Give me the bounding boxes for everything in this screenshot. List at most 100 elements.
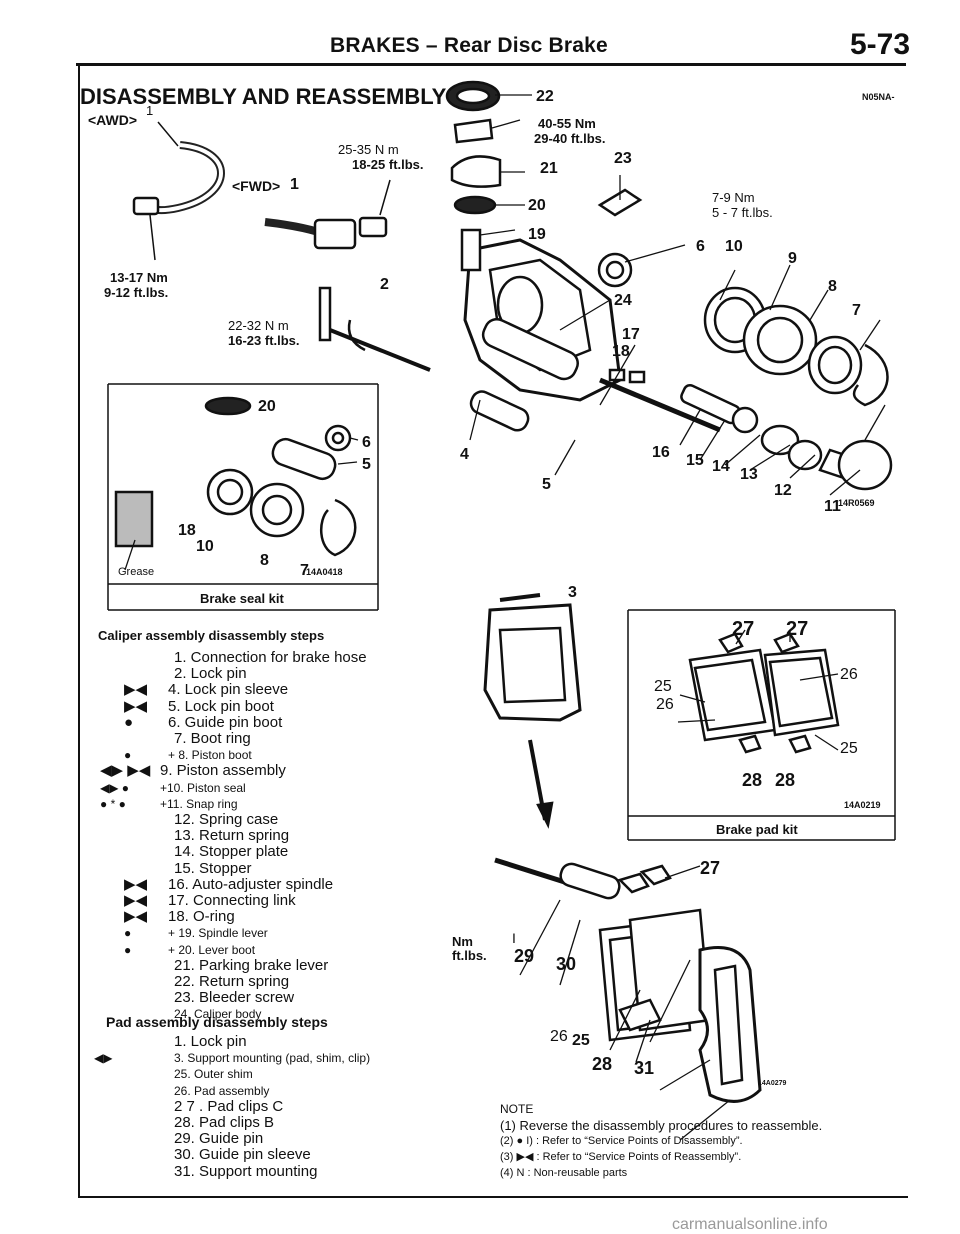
part-number: 21 bbox=[540, 160, 558, 177]
list-item: 1. Lock pin bbox=[174, 1033, 247, 1050]
list-item: ▶◀16. Auto-adjuster spindle bbox=[124, 875, 334, 893]
caliper-steps-title: Caliper assembly disassembly steps bbox=[98, 628, 325, 643]
section-title: DISASSEMBLY AND REASSEMBLY bbox=[80, 84, 447, 109]
part-number: 16 bbox=[652, 444, 670, 461]
list-item: 14. Stopper plate bbox=[174, 843, 289, 861]
part-number: I bbox=[512, 930, 516, 946]
list-item: ◀▶3. Support mounting (pad, shim, clip) bbox=[94, 1051, 371, 1066]
awd-label: <AWD> bbox=[88, 112, 138, 128]
page-header-title: BRAKES – Rear Disc Brake bbox=[330, 34, 608, 57]
list-item: 13. Return spring bbox=[174, 827, 290, 845]
part-number: 4 bbox=[460, 446, 469, 463]
figure-code: 14A0279 bbox=[758, 1080, 787, 1087]
part-number: 20 bbox=[528, 197, 546, 214]
note-line: (3) ▶◀ : Refer to “Service Points of Rea… bbox=[500, 1151, 742, 1163]
part-number: 18 bbox=[178, 522, 196, 539]
part-number: 20 bbox=[258, 398, 276, 415]
torque-label: 22-32 N m bbox=[228, 318, 289, 333]
pad-steps-list: 1. Lock pin ◀▶3. Support mounting (pad, … bbox=[94, 1033, 454, 1180]
part-number: 10 bbox=[725, 238, 743, 255]
part-number: 26 bbox=[840, 666, 858, 683]
part-number: 28 bbox=[742, 770, 763, 790]
list-item: ▶◀5. Lock pin boot bbox=[124, 697, 274, 715]
list-item: ●+ 8. Piston boot bbox=[124, 748, 252, 763]
list-item: ◀▶ ▶◀9. Piston assembly bbox=[100, 762, 286, 780]
list-item: ● * ●+11. Snap ring bbox=[100, 796, 238, 811]
part-number: 27 bbox=[786, 618, 809, 640]
list-item: ▶◀18. O-ring bbox=[124, 908, 235, 926]
part-number: 1 bbox=[290, 176, 299, 193]
list-item: ●6. Guide pin boot bbox=[124, 713, 283, 731]
list-item: 26. Pad assembly bbox=[174, 1083, 270, 1098]
torque-label: 7-9 Nm bbox=[712, 190, 755, 205]
watermark-text: carmanualsonline.info bbox=[672, 1216, 828, 1233]
part-number: 5 bbox=[362, 456, 371, 473]
part-number: 22 bbox=[536, 88, 554, 105]
part-number: 29 bbox=[514, 946, 535, 966]
left-margin-rule bbox=[78, 66, 80, 1196]
torque-label: 5 - 7 ft.lbs. bbox=[712, 205, 773, 220]
list-item: 25. Outer shim bbox=[174, 1067, 253, 1082]
torque-label: 29-40 ft.lbs. bbox=[534, 131, 606, 146]
list-item: 28. Pad clips B bbox=[174, 1114, 275, 1132]
part-number: 13 bbox=[740, 466, 758, 483]
part-number: 25 bbox=[654, 678, 672, 695]
list-item: 24. Caliper body bbox=[174, 1007, 262, 1022]
part-number: 2 bbox=[380, 276, 389, 293]
list-item: 30. Guide pin sleeve bbox=[174, 1146, 311, 1164]
list-item: 21. Parking brake lever bbox=[174, 956, 329, 974]
list-item: ▶◀4. Lock pin sleeve bbox=[124, 681, 289, 699]
part-number: 25 bbox=[840, 740, 858, 757]
list-item: 12. Spring case bbox=[174, 811, 279, 829]
part-number: 27 bbox=[732, 618, 755, 640]
part-number: 24 bbox=[614, 292, 632, 309]
torque-label: Nm bbox=[452, 934, 473, 949]
list-item: 2 7 . Pad clips C bbox=[174, 1097, 284, 1115]
pad-steps-title: Pad assembly disassembly steps bbox=[106, 1014, 328, 1030]
part-number: 28 bbox=[592, 1054, 613, 1074]
list-item: 15. Stopper bbox=[174, 859, 252, 877]
grease-label: Grease bbox=[118, 566, 155, 578]
part-number: 26 bbox=[656, 696, 674, 713]
fwd-label: <FWD> bbox=[232, 178, 281, 194]
torque-label: 13-17 Nm bbox=[110, 270, 168, 285]
part-number: 15 bbox=[686, 452, 704, 469]
header-rule bbox=[76, 63, 906, 66]
part-number: 14 bbox=[712, 458, 730, 475]
part-number: 7 bbox=[852, 302, 861, 319]
part-number: 8 bbox=[260, 552, 269, 569]
pad-kit-label: Brake pad kit bbox=[716, 822, 798, 837]
part-number: 10 bbox=[196, 538, 214, 555]
part-number: 7 bbox=[300, 562, 309, 579]
torque-label: 40-55 Nm bbox=[538, 116, 596, 131]
part-number: 26 bbox=[550, 1028, 568, 1045]
part-number: 11 bbox=[824, 498, 841, 515]
part-number: 6 bbox=[696, 238, 705, 255]
part-number: 25 bbox=[572, 1032, 590, 1049]
list-item: ▶◀17. Connecting link bbox=[124, 892, 296, 910]
torque-label: 9-12 ft.lbs. bbox=[104, 285, 169, 300]
list-item: 31. Support mounting bbox=[174, 1162, 318, 1180]
part-number: 17 bbox=[622, 326, 640, 343]
part-number: 3 bbox=[568, 584, 577, 601]
torque-label: 25-35 N m bbox=[338, 142, 399, 157]
part-number: 28 bbox=[775, 770, 796, 790]
section-code: N05NA- bbox=[862, 92, 895, 102]
note-title: NOTE bbox=[500, 1102, 534, 1116]
part-number: 19 bbox=[528, 226, 546, 243]
part-number: 5 bbox=[542, 476, 551, 493]
seal-kit-label: Brake seal kit bbox=[200, 591, 284, 606]
list-item: 2. Lock pin bbox=[174, 665, 247, 683]
part-number: 6 bbox=[362, 434, 371, 451]
part-number: 27 bbox=[700, 858, 721, 878]
list-item: ◀▶ ●+10. Piston seal bbox=[100, 780, 246, 795]
part-number: 31 bbox=[634, 1058, 655, 1078]
list-item: ●+ 19. Spindle lever bbox=[124, 926, 268, 941]
figure-code: 14A0418 bbox=[306, 567, 343, 577]
torque-label: 18-25 ft.lbs. bbox=[352, 157, 424, 172]
note-line: (2) ● I) : Refer to “Service Points of D… bbox=[500, 1135, 743, 1147]
pad-assembly-illustration bbox=[483, 593, 896, 1141]
torque-label: 16-23 ft.lbs. bbox=[228, 333, 300, 348]
part-number: 9 bbox=[788, 250, 797, 267]
note-line: (1) Reverse the disassembly procedures t… bbox=[500, 1118, 823, 1133]
